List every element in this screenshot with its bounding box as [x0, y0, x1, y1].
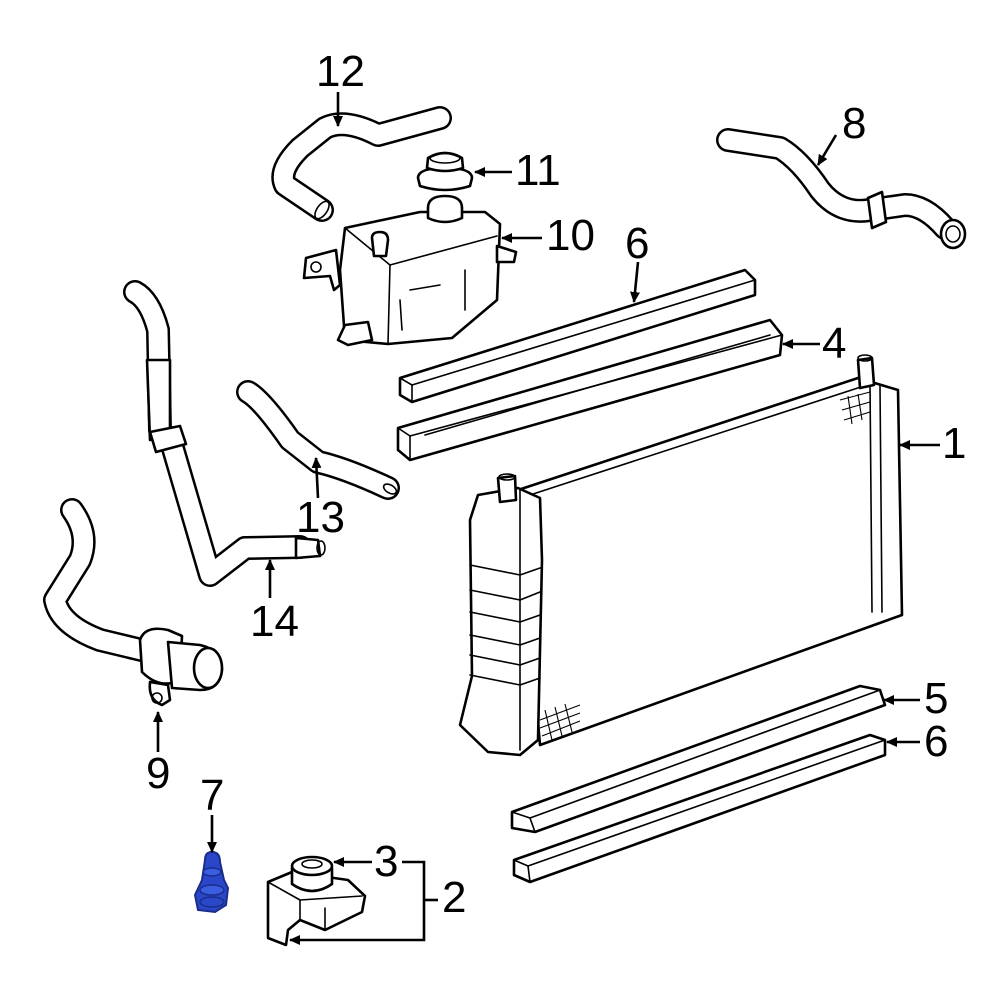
- part-6-lower-insulator[interactable]: [512, 733, 887, 884]
- callout-5: 5: [924, 674, 948, 723]
- callout-7: 7: [200, 771, 224, 820]
- callout-8: 8: [842, 99, 866, 148]
- part-6-upper-insulator[interactable]: [398, 268, 757, 404]
- callout-14: 14: [250, 597, 299, 646]
- callout-4: 4: [822, 319, 846, 368]
- callout-3: 3: [374, 837, 398, 886]
- part-3-bracket-insulator[interactable]: [290, 855, 334, 893]
- callout-labels: 1 2 3 4 5 6 6 7 8 9 10 11 12 13 14: [146, 47, 966, 922]
- part-14-heater-hose[interactable]: [123, 280, 326, 587]
- part-11-reservoir-cap[interactable]: [416, 151, 474, 192]
- callout-12: 12: [316, 47, 365, 96]
- part-12-overflow-hose[interactable]: [271, 106, 452, 222]
- part-10-coolant-reservoir[interactable]: [302, 194, 518, 347]
- callout-13: 13: [296, 493, 345, 542]
- leader-lines: [153, 92, 940, 945]
- part-1-radiator[interactable]: [458, 354, 904, 757]
- callout-9: 9: [146, 749, 170, 798]
- callout-10: 10: [546, 211, 595, 260]
- part-9-lower-hose[interactable]: [43, 498, 224, 707]
- callout-6-lower: 6: [924, 717, 948, 766]
- callout-6-upper: 6: [625, 219, 649, 268]
- part-7-drain-plug[interactable]: [193, 850, 230, 914]
- part-4-upper-seal[interactable]: [396, 318, 784, 462]
- part-13-bypass-hose[interactable]: [236, 380, 400, 500]
- callout-2: 2: [442, 873, 466, 922]
- part-8-upper-hose[interactable]: [716, 128, 967, 250]
- callout-1: 1: [942, 419, 966, 468]
- radiator-core-hatch: [539, 391, 871, 741]
- part-5-lower-seal[interactable]: [510, 684, 887, 834]
- callout-11: 11: [515, 146, 561, 195]
